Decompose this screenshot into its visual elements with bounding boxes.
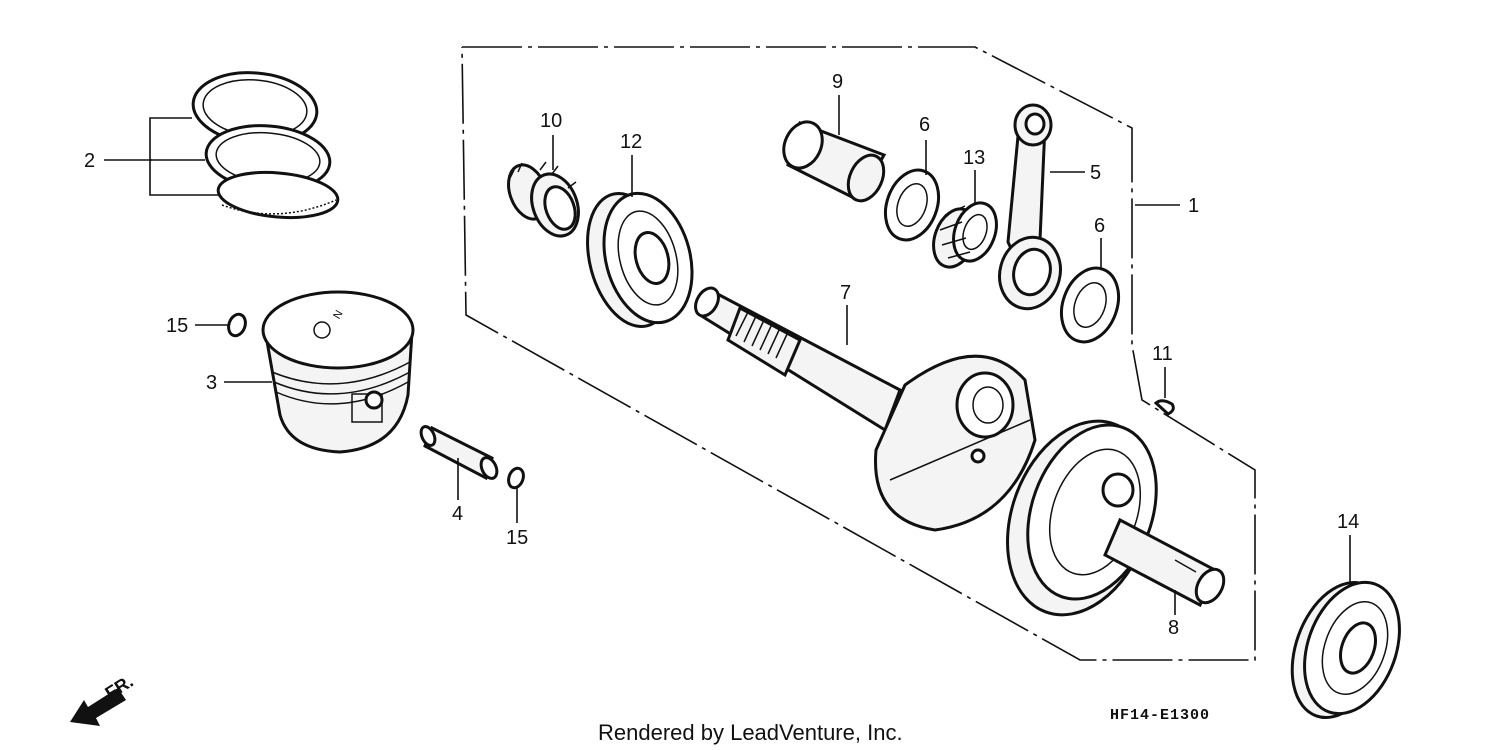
- callout-3: 3: [206, 372, 217, 394]
- callout-5: 5: [1090, 162, 1101, 184]
- cam-chain-sprocket[interactable]: [502, 160, 587, 243]
- callout-numbers: 1 2 3 4 5 6 6 7 8 9 10 11 12 13 14 15 15: [84, 71, 1359, 639]
- piston-rings[interactable]: [190, 68, 340, 222]
- piston-pin-clip-right[interactable]: [506, 466, 526, 490]
- callout-14: 14: [1337, 511, 1359, 533]
- woodruff-key[interactable]: [1153, 399, 1175, 416]
- callout-4: 4: [452, 503, 463, 525]
- callout-7: 7: [840, 282, 851, 304]
- callout-6-upper: 6: [919, 114, 930, 136]
- thrust-washer-lower[interactable]: [1052, 260, 1129, 350]
- connecting-rod[interactable]: [992, 103, 1069, 316]
- crankshaft-right[interactable]: [982, 401, 1229, 635]
- callout-1: 1: [1188, 195, 1199, 217]
- arrow-left-down-icon: [70, 688, 126, 726]
- crank-pin[interactable]: [777, 116, 891, 207]
- callout-15-right: 15: [506, 527, 528, 549]
- assembly-boundary: [461, 46, 1256, 661]
- main-bearing-right[interactable]: [1275, 569, 1417, 731]
- diagram-code: HF14-E1300: [1110, 707, 1210, 724]
- front-direction-arrow: FR.: [70, 671, 137, 726]
- main-bearing-left[interactable]: [574, 183, 706, 336]
- callout-11: 11: [1152, 343, 1173, 365]
- piston-pin[interactable]: [418, 424, 500, 481]
- piston-pin-clip-left[interactable]: [226, 312, 249, 338]
- thrust-washer-upper[interactable]: [876, 163, 948, 248]
- callout-2: 2: [84, 150, 95, 172]
- callout-6-lower: 6: [1094, 215, 1105, 237]
- needle-bearing[interactable]: [926, 197, 1004, 273]
- piston[interactable]: N: [261, 290, 415, 454]
- callout-9: 9: [832, 71, 843, 93]
- leader-lines: [104, 95, 1351, 615]
- footer-credit: Rendered by LeadVenture, Inc.: [598, 720, 903, 745]
- callout-15-left: 15: [166, 315, 188, 337]
- callout-13: 13: [963, 147, 985, 169]
- callout-10: 10: [540, 110, 562, 132]
- callout-12: 12: [620, 131, 642, 153]
- crankshaft-left[interactable]: [691, 284, 1037, 532]
- callout-8: 8: [1168, 617, 1179, 639]
